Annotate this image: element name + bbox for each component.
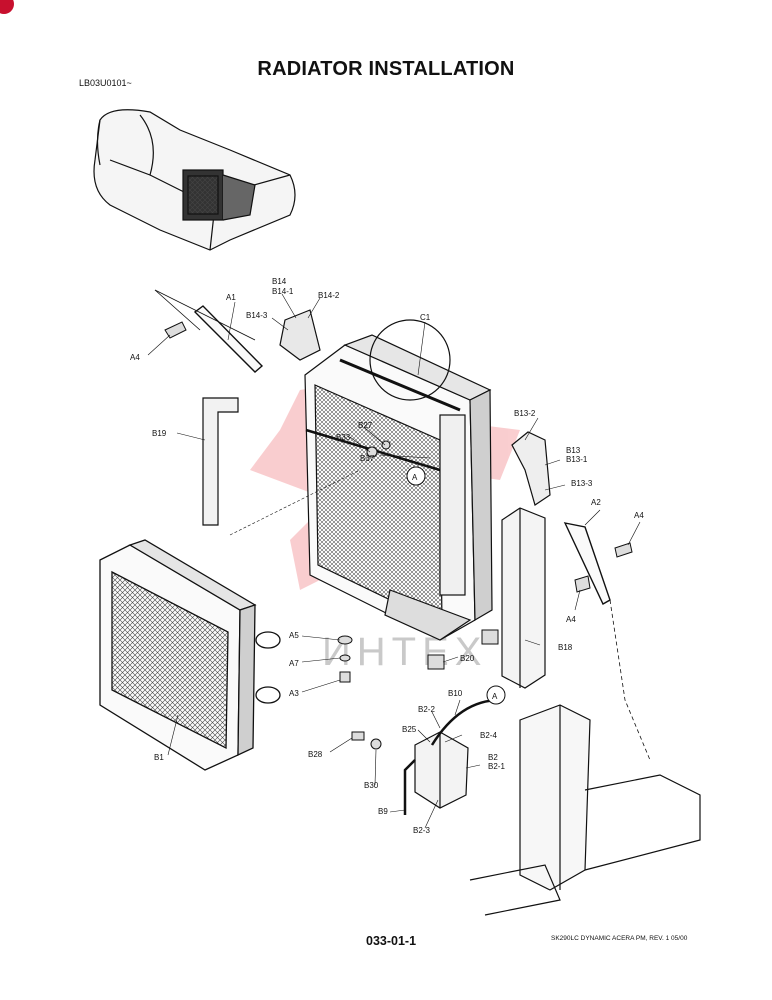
- ref-circle-a-lower: A: [486, 685, 506, 705]
- callout-b2-2: B2-2: [418, 705, 435, 714]
- callout-a5: A5: [289, 631, 299, 640]
- stay-rods: [154, 289, 651, 761]
- callout-b14: B14: [272, 277, 287, 286]
- callout-a4-left: A4: [130, 353, 140, 362]
- serial-number: LB03U0101~: [79, 78, 132, 88]
- callout-a4-right-bottom: A4: [566, 615, 576, 624]
- ref-circle-a-upper: A: [406, 466, 426, 486]
- callout-a7: A7: [289, 659, 299, 668]
- callout-b13-1: B13-1: [566, 455, 588, 464]
- callout-b25: B25: [402, 725, 417, 734]
- svg-text:A: A: [412, 473, 418, 482]
- callout-b27: B27: [358, 421, 373, 430]
- callout-b19: B19: [152, 429, 167, 438]
- callout-c1: C1: [420, 313, 431, 322]
- page-number: 033-01-1: [366, 934, 417, 948]
- machine-frame: [469, 704, 701, 916]
- corner-logo-mark: [0, 0, 14, 14]
- callout-b13: B13: [566, 446, 581, 455]
- svg-text:A: A: [492, 692, 498, 701]
- callout-b10: B10: [448, 689, 463, 698]
- callout-b30: B30: [364, 781, 379, 790]
- callout-a3: A3: [289, 689, 299, 698]
- callout-b20: B20: [460, 654, 475, 663]
- reserve-tank-b2: [403, 698, 501, 815]
- callout-b13-3: B13-3: [571, 479, 593, 488]
- bracket-b14: [279, 309, 321, 361]
- callout-b13-2: B13-2: [514, 409, 536, 418]
- callout-labels: A1 A4 B14 B14-1 B14-2 B14-3 C1 B13-2 B13…: [130, 277, 644, 835]
- callout-b2-1: B2-1: [488, 762, 505, 771]
- hardware-parts: [164, 321, 633, 750]
- callout-b18: B18: [558, 643, 573, 652]
- radiator-core-c1: [304, 319, 493, 641]
- callout-b14-1: B14-1: [272, 287, 294, 296]
- leader-lines: [147, 293, 641, 829]
- seal-b18: [501, 507, 546, 689]
- callout-b9: B9: [378, 807, 388, 816]
- callout-b2-3: B2-3: [413, 826, 430, 835]
- callout-a4-right-top: A4: [634, 511, 644, 520]
- callout-a1: A1: [226, 293, 236, 302]
- callout-b2: B2: [488, 753, 498, 762]
- callout-b2-4: B2-4: [480, 731, 497, 740]
- callout-b14-3: B14-3: [246, 311, 268, 320]
- callout-b1: B1: [154, 753, 164, 762]
- radiator-b1: [99, 539, 281, 771]
- callout-a2: A2: [591, 498, 601, 507]
- document-reference: SK290LC DYNAMIC ACERA PM, REV. 1 05/00: [551, 935, 688, 942]
- seal-b19: [202, 397, 239, 526]
- machine-overview-drawing: [93, 109, 296, 251]
- bracket-b13: [511, 431, 551, 506]
- callout-b28: B28: [308, 750, 323, 759]
- page-title: RADIATOR INSTALLATION: [257, 58, 515, 80]
- callout-b37: B37: [360, 454, 375, 463]
- callout-b14-2: B14-2: [318, 291, 340, 300]
- callout-b33: B33: [336, 433, 351, 442]
